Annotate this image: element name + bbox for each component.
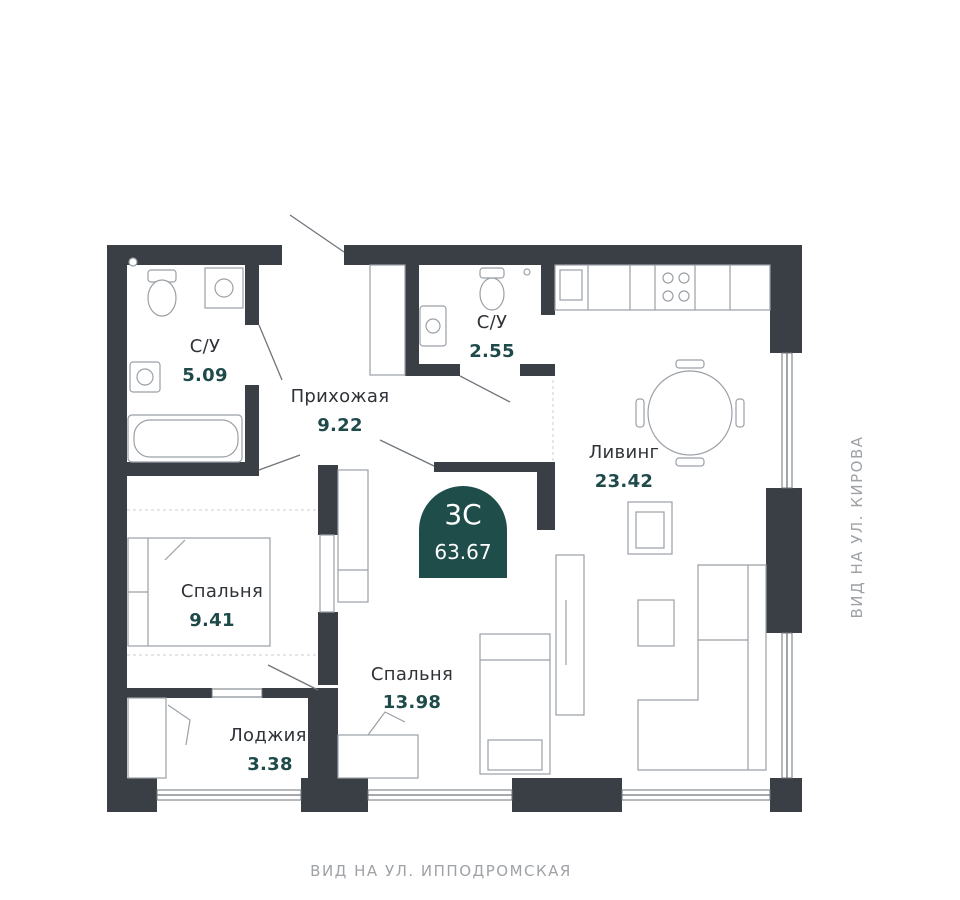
fixtures (127, 257, 771, 779)
bedroom-2-name: Спальня (371, 664, 453, 685)
light-partitions (127, 380, 554, 656)
bedroom-2-area: 13.98 (383, 692, 441, 713)
loggia-area: 3.38 (247, 754, 293, 775)
bathroom-2-name: С/У (477, 312, 508, 333)
doors (258, 214, 511, 691)
view-label-right: ВИД НА УЛ. КИРОВА (848, 435, 866, 618)
bathroom-1-area: 5.09 (182, 365, 228, 386)
living-name: Ливинг (589, 442, 660, 463)
bathroom-1-name: С/У (190, 336, 221, 357)
bedroom-1-name: Спальня (181, 581, 263, 602)
bathroom-2-area: 2.55 (469, 341, 515, 362)
apartment-code: 3С (444, 498, 481, 531)
walls (107, 245, 802, 812)
windows (156, 352, 793, 801)
hallway-area: 9.22 (317, 415, 363, 436)
living-area: 23.42 (595, 471, 653, 492)
badge-shape (419, 486, 507, 578)
bedroom-1-area: 9.41 (189, 610, 235, 631)
apartment-total-area: 63.67 (434, 540, 491, 564)
apartment-badge: 3С 63.67 (419, 486, 507, 578)
hallway-name: Прихожая (291, 386, 390, 407)
view-label-bottom: ВИД НА УЛ. ИППОДРОМСКАЯ (310, 862, 572, 880)
room-labels: С/У 5.09 С/У 2.55 Прихожая 9.22 Ливинг 2… (181, 312, 659, 775)
loggia-name: Лоджия (229, 725, 307, 746)
